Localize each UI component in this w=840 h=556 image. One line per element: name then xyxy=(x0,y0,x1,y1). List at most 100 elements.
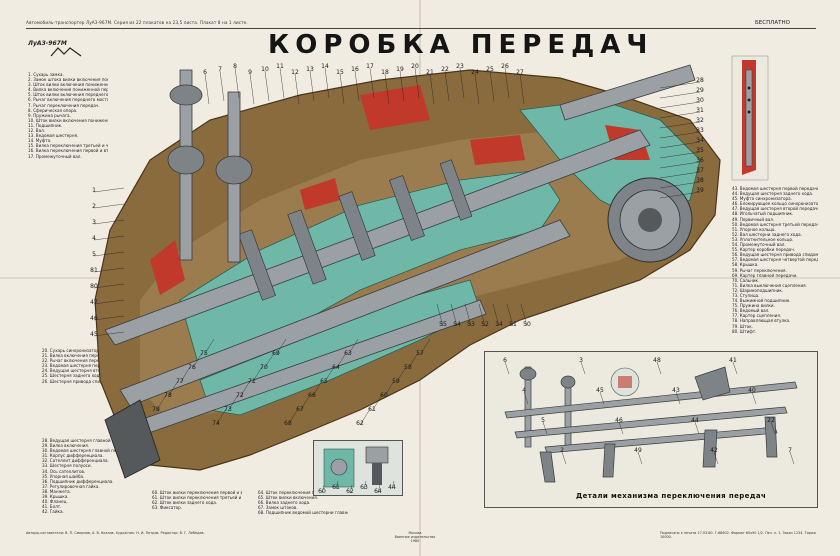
legend-entry: 58. Крышка. xyxy=(732,262,759,268)
callout-9: 9 xyxy=(248,69,255,105)
callout-32: 32 xyxy=(659,117,704,129)
legend-entry: 40. Фланец. xyxy=(42,499,68,505)
svg-text:60: 60 xyxy=(380,392,388,399)
callout-6: 6 xyxy=(203,69,210,105)
svg-text:78: 78 xyxy=(164,392,172,399)
svg-text:67: 67 xyxy=(296,406,304,413)
legend-entry: 15. Вилка переключения третьей и четверт… xyxy=(28,143,108,149)
legend-entry: 64. Шток переключения передач. xyxy=(258,490,332,495)
svg-text:29: 29 xyxy=(696,87,704,94)
svg-text:7: 7 xyxy=(218,66,222,73)
svg-text:49: 49 xyxy=(634,447,642,454)
footer-credits: Авторы-составители: В. П. Смирнов, А. В.… xyxy=(26,531,205,535)
legend-entry: 37. Регулировочная гайка. xyxy=(42,483,100,489)
svg-text:77: 77 xyxy=(176,378,184,385)
svg-text:63: 63 xyxy=(344,350,352,357)
callout-3: 3 xyxy=(92,219,125,226)
legend-entry: 74. Выжимной подшипник. xyxy=(732,298,791,304)
legend-entry: 46. Блокирующее кольцо синхронизатора. xyxy=(732,201,818,207)
callout-13: 13 xyxy=(306,66,315,102)
callout-30: 30 xyxy=(659,97,704,109)
svg-text:69: 69 xyxy=(272,350,280,357)
legend-entry: 11. Подшипник. xyxy=(28,122,63,128)
legend-mid: 20. Сухарь синхронизатора.21. Вилка вклю… xyxy=(42,348,122,384)
svg-text:66: 66 xyxy=(308,392,316,399)
svg-text:31: 31 xyxy=(696,107,704,114)
svg-text:47: 47 xyxy=(90,299,98,306)
svg-text:48: 48 xyxy=(653,357,661,364)
legend-entry: 9. Пружина рычага. xyxy=(28,112,71,118)
svg-text:52: 52 xyxy=(481,321,489,328)
legend-entry: 22. Рычаг включения передачи заднего ход… xyxy=(42,358,122,364)
callout-44: 44 xyxy=(388,480,396,491)
svg-text:4: 4 xyxy=(522,387,526,394)
callout-61: 61 xyxy=(368,394,383,413)
legend-entry: 21. Вилка включения передачи заднего ход… xyxy=(42,353,122,359)
callout-15: 15 xyxy=(336,69,345,105)
legend-entry: 77. Картер сцепления. xyxy=(732,313,782,319)
legend-entry: 34. Ось сателлитов. xyxy=(42,468,86,474)
imprint-year: 1980 xyxy=(410,539,420,543)
legend-entry: 66. Вилка заднего хода. xyxy=(258,500,311,506)
legend-entry: 60. Шток вилки переключения первой и вто… xyxy=(152,490,242,495)
red-cut-surface-1 xyxy=(360,85,430,130)
callout-4: 4 xyxy=(522,387,529,405)
callout-77: 77 xyxy=(176,366,191,385)
legend-entry: 33. Шестерня полуоси. xyxy=(42,463,92,469)
svg-text:11: 11 xyxy=(276,63,284,70)
callout-29: 29 xyxy=(659,87,704,99)
legend-entry: 14. Муфта. xyxy=(28,138,52,144)
legend-entry: 42. Гайка. xyxy=(42,509,64,515)
svg-text:70: 70 xyxy=(260,364,268,371)
svg-text:18: 18 xyxy=(381,69,389,76)
svg-text:59: 59 xyxy=(392,378,400,385)
legend-entry: 6. Рычаг включения переднего моста и пон… xyxy=(28,97,108,103)
svg-text:62: 62 xyxy=(356,420,364,427)
svg-text:41: 41 xyxy=(729,357,737,364)
callout-79: 79 xyxy=(152,394,167,413)
imprint-publisher: Военное издательство xyxy=(394,535,436,539)
svg-text:3: 3 xyxy=(579,357,583,364)
svg-text:2: 2 xyxy=(560,447,564,454)
legend-entry: 69. Картер главной передачи. xyxy=(732,272,798,278)
legend-entry: 29. Вилка включения. xyxy=(42,443,90,449)
svg-text:81: 81 xyxy=(90,267,98,274)
callout-12: 12 xyxy=(291,69,300,105)
svg-text:14: 14 xyxy=(321,63,329,70)
rear-output-shaft xyxy=(559,64,696,121)
callout-14: 14 xyxy=(321,63,330,99)
svg-text:43: 43 xyxy=(672,387,680,394)
callout-41: 41 xyxy=(729,357,738,375)
svg-text:45: 45 xyxy=(90,331,98,338)
svg-text:42: 42 xyxy=(710,447,718,454)
legend-entry: 67. Замок штоков. xyxy=(258,505,298,511)
legend-entry: 72. Шарикоподшипник. xyxy=(732,287,784,293)
callout-44: 44 xyxy=(691,417,700,435)
callout-67: 67 xyxy=(296,394,311,413)
legend-entry: 56. Ведущая шестерня привода спидометра. xyxy=(732,252,818,258)
svg-text:61: 61 xyxy=(332,484,340,491)
luaz-logo: ЛуАЗ-967М xyxy=(28,40,67,47)
legend-entry: 55. Картер коробки передач. xyxy=(732,247,796,253)
svg-text:71: 71 xyxy=(248,378,256,385)
callout-54: 54 xyxy=(450,303,461,328)
callout-64: 64 xyxy=(374,484,382,495)
svg-text:5: 5 xyxy=(541,417,545,424)
footer-print-data: Подписано к печати 17.03.80. Г-68602. Фо… xyxy=(660,531,817,539)
callout-5: 5 xyxy=(92,251,125,258)
legend-entry: 50. Ведомая шестерня третьей передачи. xyxy=(732,221,818,227)
callout-59: 59 xyxy=(392,366,407,385)
legend-entry: 53. Уплотнительное кольцо. xyxy=(732,236,794,242)
imprint-city: Москва xyxy=(408,531,422,535)
callout-38: 38 xyxy=(659,177,704,189)
callout-19: 19 xyxy=(396,66,405,102)
callout-72: 72 xyxy=(236,380,251,399)
legend-entry: 28. Ведущая шестерня главной передачи. xyxy=(42,438,122,443)
callout-64: 64 xyxy=(332,352,347,371)
red-cut-surface-5 xyxy=(300,178,340,210)
callout-40: 40 xyxy=(748,387,757,405)
